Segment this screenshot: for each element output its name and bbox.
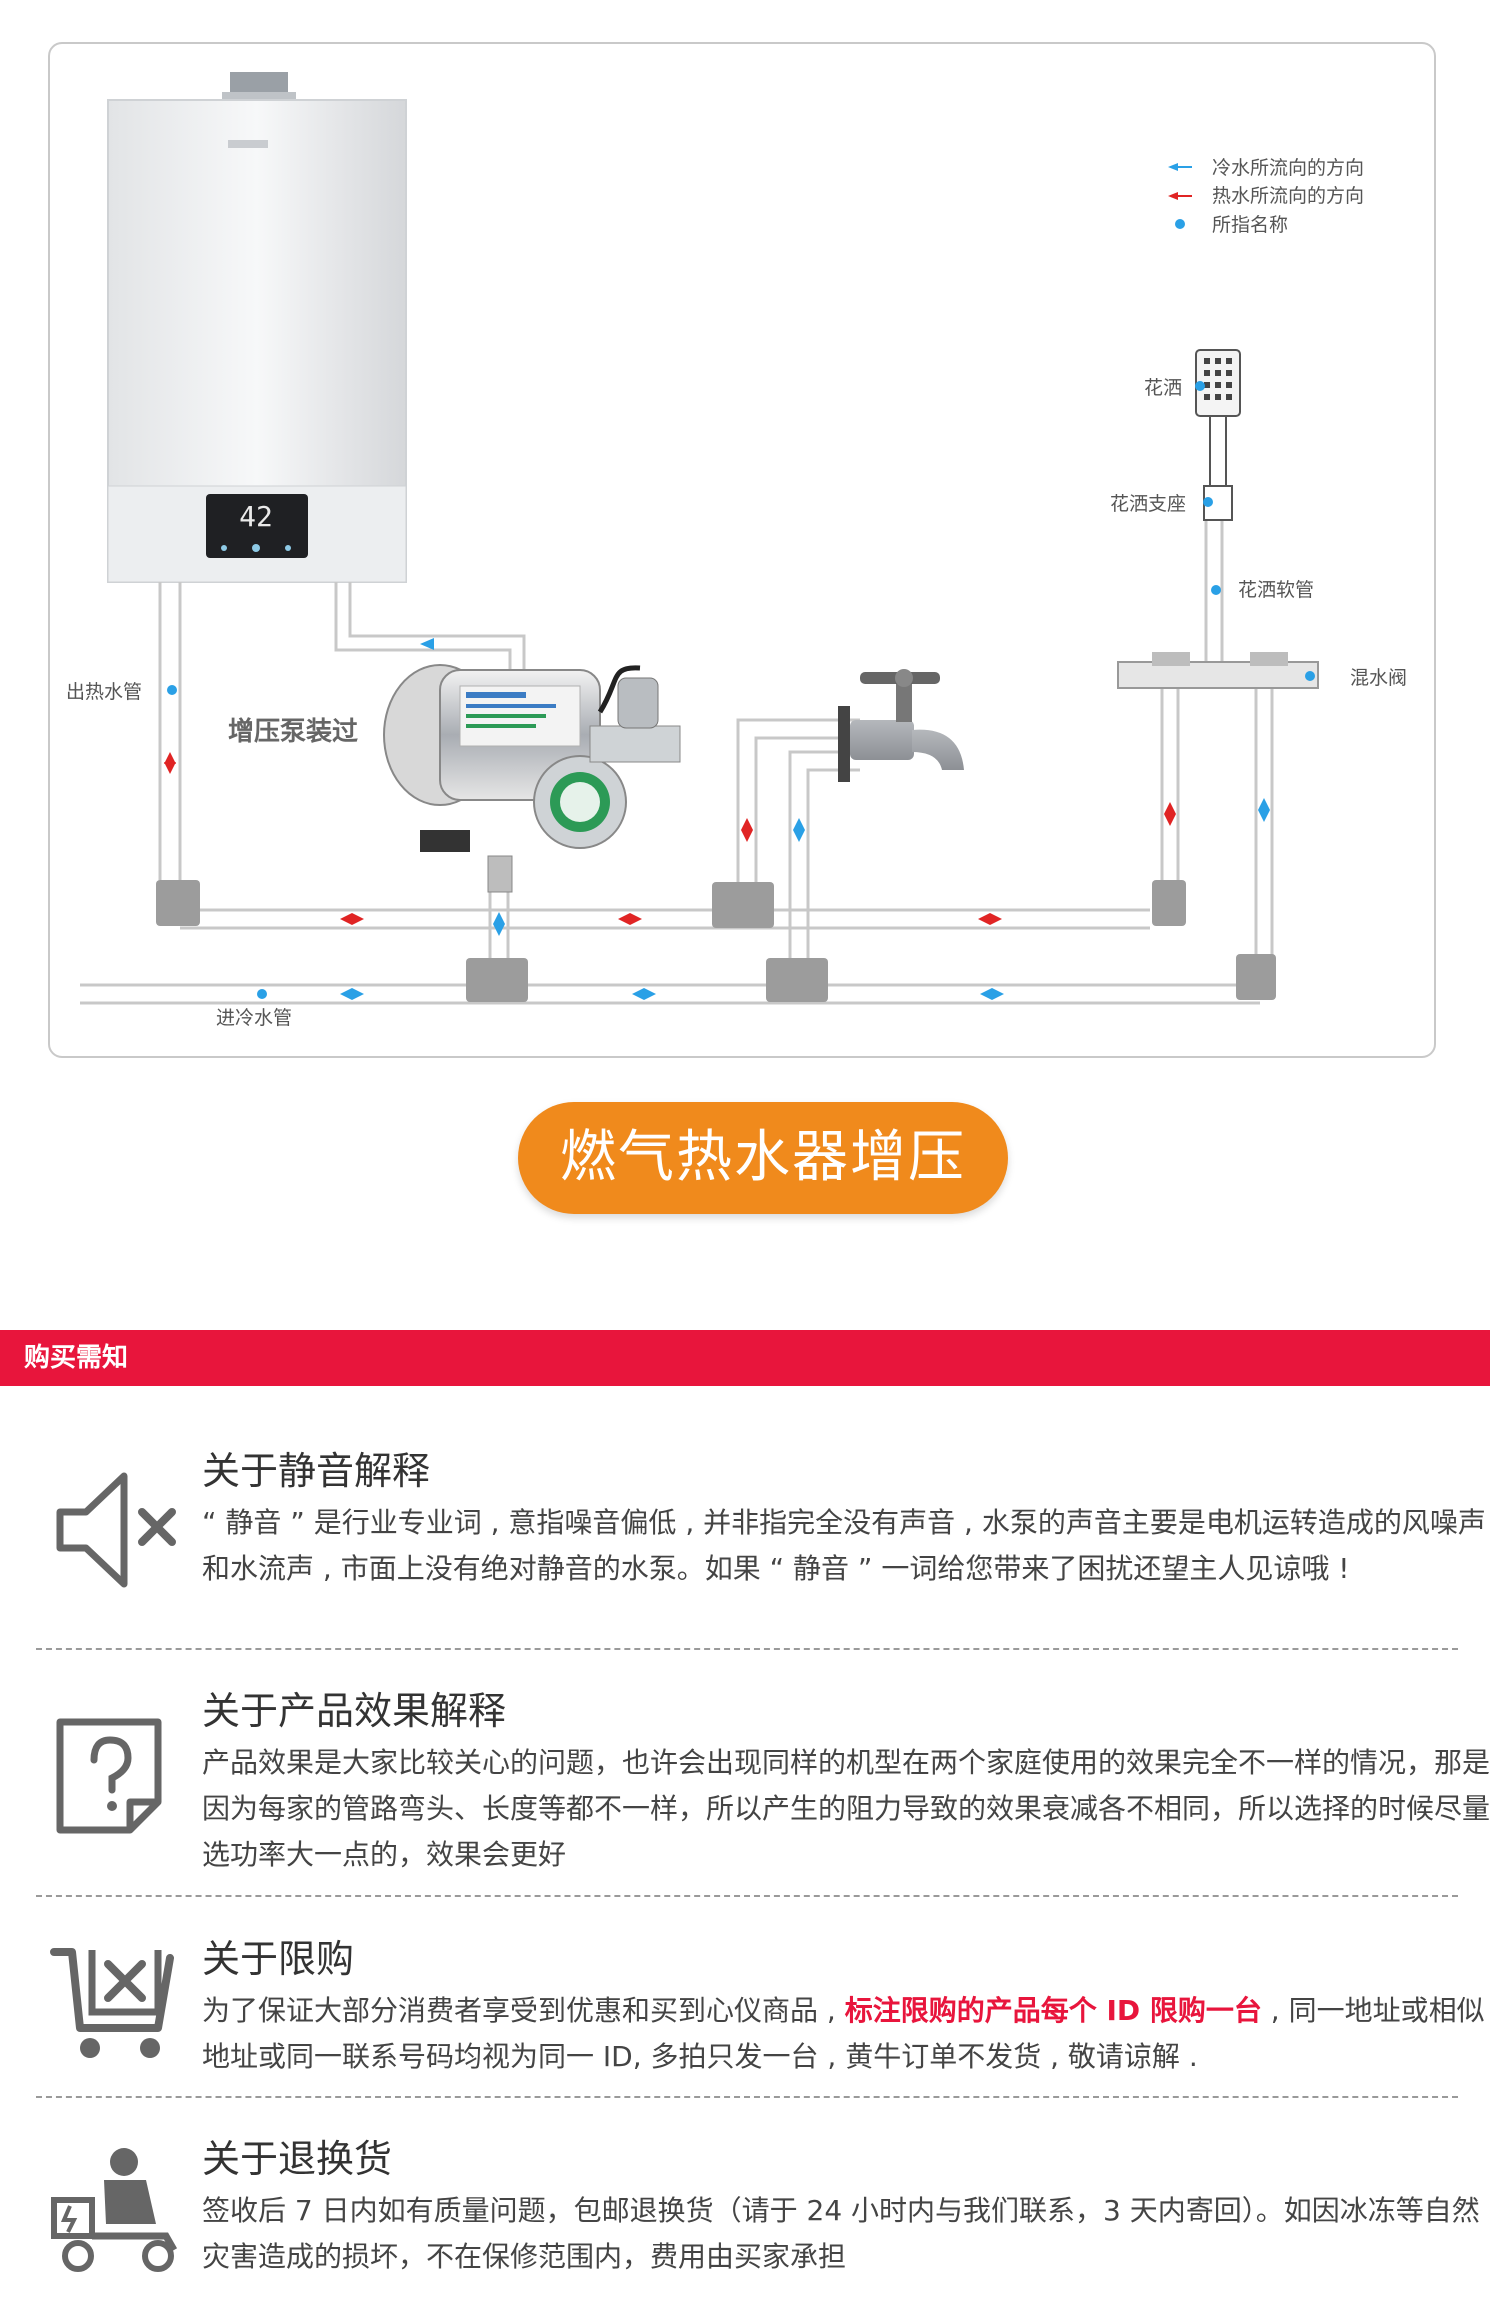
- section-title: 关于退换货: [202, 2137, 393, 2181]
- limit-highlight: 标注限购的产品每个 ID 限购一台: [844, 1994, 1262, 2027]
- section-title: 关于产品效果解释: [202, 1689, 507, 1733]
- section-returns: 关于退换货 签收后 7 日内如有质量问题，包邮退换货（请于 24 小时内与我们联…: [36, 2118, 1480, 2318]
- divider: [36, 2096, 1458, 2098]
- cold-inlet-label: 进冷水管: [216, 1007, 292, 1029]
- section-silence: 关于静音解释 “ 静音 ” 是行业专业词 , 意指噪音偏低 , 并非指完全没有声…: [36, 1430, 1486, 1630]
- legend: 冷水所流向的方向 热水所流向的方向 所指名称: [1168, 157, 1364, 236]
- section-effect: 关于产品效果解释 产品效果是大家比较关心的问题，也许会出现同样的机型在两个家庭使…: [36, 1670, 1490, 1890]
- shower-head-label: 花洒: [1144, 377, 1182, 399]
- legend-name-label: 所指名称: [1212, 214, 1288, 236]
- limit-text-a: 为了保证大部分消费者享受到优惠和买到心仪商品 ,: [202, 1994, 845, 2027]
- section-body: 为了保证大部分消费者享受到优惠和买到心仪商品 , 标注限购的产品每个 ID 限购…: [202, 1988, 1500, 2080]
- cart-limit-icon: [50, 1948, 174, 2058]
- section-body: “ 静音 ” 是行业专业词 , 意指噪音偏低 , 并非指完全没有声音 , 水泵的…: [202, 1506, 1486, 1585]
- mixer-valve: [1117, 652, 1319, 689]
- legend-cold-label: 冷水所流向的方向: [1212, 157, 1364, 179]
- shower-holder-label: 花洒支座: [1110, 493, 1186, 515]
- plumbing-diagram: 冷水所流向的方向 热水所流向的方向 所指名称 42: [66, 72, 1407, 1029]
- section-title: 关于静音解释: [202, 1449, 431, 1493]
- shower: [1195, 349, 1241, 521]
- banner-pill: 燃气热水器增压: [518, 1102, 1008, 1214]
- legend-hot: 热水所流向的方向: [1168, 185, 1364, 207]
- hot-arrows: [164, 752, 1176, 925]
- shower-hose-label: 花洒软管: [1238, 579, 1314, 601]
- limit-text-b: , 同一地址或相似地址或同一联系号码均视为同一 ID, 多拍只发一台 , 黄牛订…: [202, 1994, 1485, 2073]
- delivery-courier-icon: [51, 2148, 178, 2272]
- notice-bar-title: 购买需知: [0, 1330, 1490, 1386]
- pump-install-label: 增压泵装过: [228, 716, 358, 747]
- legend-hot-label: 热水所流向的方向: [1212, 185, 1364, 207]
- section-body: 签收后 7 日内如有质量问题，包邮退换货（请于 24 小时内与我们联系，3 天内…: [202, 2194, 1480, 2273]
- legend-name: 所指名称: [1175, 214, 1288, 236]
- water-tap: [838, 669, 964, 782]
- section-purchase-limit: 关于限购 为了保证大部分消费者享受到优惠和买到心仪商品 , 标注限购的产品每个 …: [36, 1918, 1485, 2088]
- legend-cold: 冷水所流向的方向: [1168, 157, 1364, 179]
- mixer-valve-label: 混水阀: [1350, 667, 1407, 689]
- cold-arrows: [340, 638, 1270, 1000]
- divider: [36, 1648, 1458, 1650]
- name-dots: [167, 381, 1315, 999]
- mute-speaker-icon: [56, 1472, 176, 1588]
- hot-pipe-label: 出热水管: [66, 681, 142, 703]
- water-heater: 42: [107, 72, 407, 583]
- question-document-icon: [56, 1718, 162, 1834]
- pipe-fittings: [156, 880, 1276, 1002]
- divider: [36, 1895, 1458, 1897]
- booster-pump: [383, 664, 681, 893]
- heater-display: 42: [239, 500, 273, 533]
- section-title: 关于限购: [202, 1937, 355, 1981]
- section-body: 产品效果是大家比较关心的问题，也许会出现同样的机型在两个家庭使用的效果完全不一样…: [202, 1746, 1491, 1871]
